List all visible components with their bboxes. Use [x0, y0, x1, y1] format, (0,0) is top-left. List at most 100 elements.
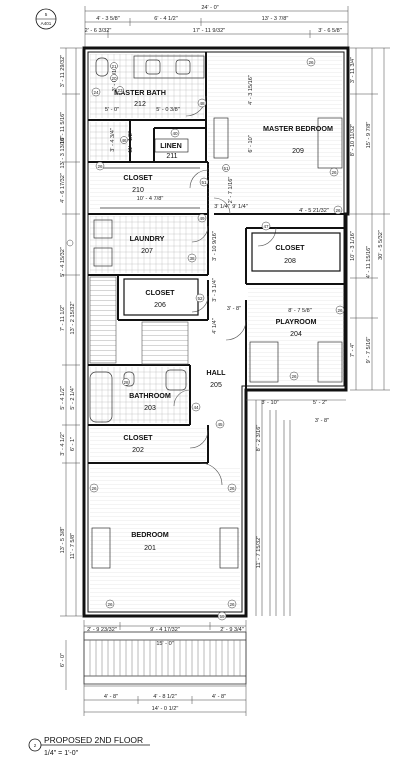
svg-text:52: 52	[197, 296, 203, 301]
tag-marker: 20	[110, 74, 118, 82]
section-sheet: A401	[41, 21, 52, 26]
dim-right-8: 9' - 7 5/16"	[366, 337, 372, 364]
dim-left-1: 3' - 11 29/32"	[60, 55, 66, 88]
svg-text:26: 26	[229, 486, 235, 491]
svg-text:26: 26	[229, 602, 235, 607]
tag-marker: 47	[261, 221, 271, 231]
exterior-lines	[246, 399, 346, 616]
svg-text:48: 48	[199, 101, 205, 106]
tag-marker: 51	[222, 164, 230, 172]
svg-text:40: 40	[172, 131, 178, 136]
laundry-tile	[90, 216, 206, 273]
dim-bot-1: 2' - 9 23/32"	[87, 627, 117, 633]
dim-left-2: 10' - 11 5/16"	[60, 112, 66, 145]
washer-icon	[93, 219, 113, 239]
room-number-closet-206: 206	[154, 302, 166, 309]
dim-right-6: 4' - 11 15/16"	[366, 246, 372, 279]
interior-walls	[88, 52, 346, 464]
dim-top-left: 4' - 3 5/8"	[96, 16, 120, 22]
dim-left-4: 4' - 6 17/32"	[60, 173, 66, 203]
room-name-laundry: LAUNDRY	[130, 234, 165, 243]
drawing-title-text: PROPOSED 2ND FLOOR	[44, 735, 143, 745]
door-swings	[173, 95, 277, 486]
svg-text:26: 26	[91, 486, 97, 491]
right-dim-labels: 3' - 11 3/4" 8' - 10 11/32" 15' - 9 7/8"…	[350, 57, 384, 363]
tag-marker: 26	[289, 371, 299, 381]
element-tags: 26 24 48 26 40 26 51 47 26 38 52 26 26 4…	[89, 57, 345, 621]
right-dimensions	[350, 47, 390, 391]
dim-top-right: 13' - 3 7/8"	[262, 16, 289, 22]
dim-int-mb-2: 5' - 0 3/8"	[156, 107, 180, 113]
grid-marker-icon	[66, 239, 74, 247]
room-labels: MASTER BATH 212 MASTER BEDROOM 209 LINEN…	[114, 88, 341, 552]
svg-text:26: 26	[308, 60, 314, 65]
room-name-master-bath: MASTER BATH	[114, 88, 166, 97]
dim-int-hall-7: 3' - 8"	[227, 306, 241, 312]
dim-int-bottom-4: 8' - 2 3/16"	[256, 425, 262, 452]
bathtub-icon	[89, 371, 113, 423]
room-number-bedroom: 201	[144, 545, 156, 552]
dim-right-1: 3' - 11 3/4"	[350, 57, 356, 83]
dim-top2-left: 2' - 6 3/32"	[85, 28, 112, 34]
tag-marker: 28	[122, 378, 130, 386]
dim-bot-3: 2' - 9 3/4"	[220, 627, 244, 633]
desk-icon	[317, 341, 343, 383]
svg-text:49: 49	[199, 216, 205, 221]
bathroom-tile	[90, 367, 188, 423]
tag-marker: 51	[199, 177, 209, 187]
room-number-bathroom: 203	[144, 405, 156, 412]
dim-top-overall: 24' - 0"	[201, 5, 218, 11]
tag-marker: 26	[227, 599, 237, 609]
svg-text:26: 26	[335, 208, 341, 213]
svg-text:26: 26	[97, 164, 103, 169]
tag-marker: 26	[335, 305, 345, 315]
dim-left-9: 5' - 2 1/4"	[70, 386, 76, 410]
dim-int-mbed-1: 4' - 3 15/16"	[248, 75, 254, 105]
playroom-floor	[248, 286, 344, 384]
svg-text:26: 26	[107, 602, 113, 607]
sink-icon	[175, 59, 191, 75]
tag-marker: 38	[187, 253, 197, 263]
tag-marker: 26	[89, 483, 99, 493]
svg-text:45: 45	[217, 422, 223, 427]
svg-text:21: 21	[111, 64, 117, 69]
dim-right-7: 7' - 4"	[350, 343, 356, 357]
tag-marker: 45	[215, 419, 225, 429]
dim-int-hall-4: 4' - 5 21/32"	[299, 208, 329, 214]
tag-marker: 23	[116, 86, 124, 94]
exterior-walls	[82, 46, 350, 618]
svg-text:24: 24	[93, 90, 99, 95]
svg-text:20: 20	[111, 76, 117, 81]
fixtures	[89, 55, 343, 569]
tag-marker: 59	[217, 611, 227, 621]
master-bedroom-floor	[208, 54, 342, 212]
tag-marker: 26	[306, 57, 316, 67]
svg-text:38: 38	[189, 256, 195, 261]
dim-int-hall-3: 2' - 7 1/16"	[228, 177, 234, 204]
dryer-icon	[93, 247, 113, 267]
drawing-title: 2 PROPOSED 2ND FLOOR 1/4" = 1'-0"	[28, 735, 150, 757]
dim-left-3: 13' - 3 13/16"	[60, 136, 66, 169]
dim-int-hall-1: 3' 1/4"	[214, 204, 230, 210]
dim-int-mb-5: 11' - 1/2"	[128, 131, 134, 153]
svg-text:51: 51	[201, 180, 207, 185]
dim-int-bed-1: 11' - 7 15/32"	[256, 536, 262, 569]
left-dimensions	[60, 47, 82, 690]
svg-text:26: 26	[331, 170, 337, 175]
dim-int-bottom-3: 3' - 8"	[315, 418, 329, 424]
dim-int-hall-6: 3' - 3 1/4"	[212, 278, 218, 302]
closet-202-floor	[90, 427, 206, 461]
dim-bot-7: 4' - 8"	[212, 694, 226, 700]
tag-marker: 26	[227, 483, 237, 493]
dim-int-mb-1: 5' - 0"	[105, 107, 119, 113]
dim-top2-mid: 17' - 11 9/32"	[193, 28, 226, 34]
dim-left-6: 7' - 11 1/2"	[60, 305, 66, 331]
dim-int-closet210: 10' - 4 7/8"	[137, 196, 164, 202]
dim-right-4: 30' - 5 5/32"	[378, 230, 384, 260]
tag-marker: 46	[120, 136, 128, 144]
dim-top-mid: 6' - 4 1/2"	[154, 16, 178, 22]
dim-int-mbed-2: 6' - 10"	[248, 135, 254, 152]
drawing-scale: 1/4" = 1'-0"	[44, 750, 79, 757]
dim-right-3: 15' - 9 7/8"	[366, 122, 372, 149]
